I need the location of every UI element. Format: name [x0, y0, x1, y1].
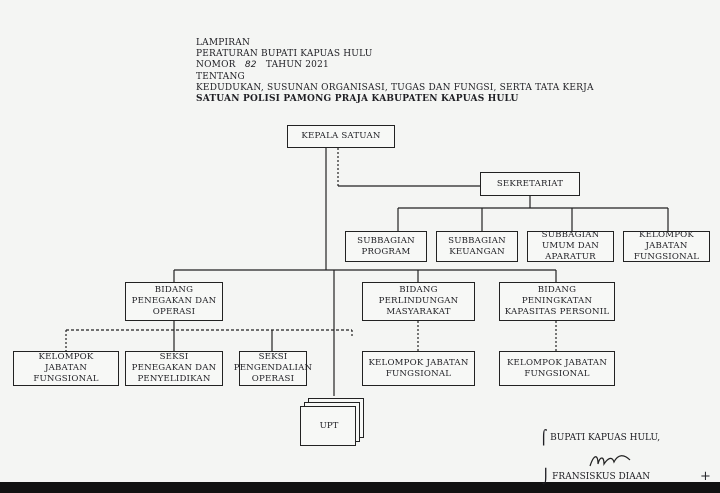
org-chart-connectors	[65, 148, 669, 396]
box-bidang-peningkatan: BIDANG PENINGKATAN KAPASITAS PERSONIL	[499, 282, 615, 321]
signature-title-text: BUPATI KAPUAS HULU,	[550, 433, 661, 443]
header-peraturan: PERATURAN BUPATI KAPUAS HULU	[196, 49, 373, 60]
box-kelompok-jabatan-1: KELOMPOK JABATAN FUNGSIONAL	[623, 230, 710, 262]
nomor-value: 82	[244, 60, 257, 71]
box-bidang-penegakan: BIDANG PENEGAKAN DAN OPERASI	[125, 282, 223, 321]
header-tentang: TENTANG	[196, 71, 245, 82]
box-bidang-perlindungan: BIDANG PERLINDUNGAN MASYARAKAT	[362, 282, 475, 321]
upt-sheet-front: UPT	[300, 406, 356, 446]
box-seksi-penegakan: SEKSI PENEGAKAN DAN PENYELIDIKAN	[125, 351, 223, 386]
box-subbagian-keuangan: SUBBAGIAN KEUANGAN	[436, 231, 518, 262]
header-satuan: SATUAN POLISI PAMONG PRAJA KABUPATEN KAP…	[196, 94, 519, 105]
box-kelompok-jabatan-4: KELOMPOK JABATAN FUNGSIONAL	[499, 351, 615, 386]
box-sekretariat: SEKRETARIAT	[480, 172, 580, 196]
box-kepala-satuan: KEPALA SATUAN	[287, 125, 395, 148]
box-upt-stack: UPT	[300, 398, 364, 448]
upt-label: UPT	[319, 421, 339, 431]
signature-title: ⌠ BUPATI KAPUAS HULU,	[540, 430, 660, 446]
box-seksi-pengendalian: SEKSI PENGENDALIAN OPERASI	[233, 351, 313, 386]
header-nomor: NOMOR 82 TAHUN 2021	[196, 60, 594, 71]
signature-mark-name: ⌡	[542, 469, 550, 485]
page-corner-mark: +	[700, 469, 711, 484]
box-subbagian-program: SUBBAGIAN PROGRAM	[345, 231, 427, 262]
document-header: LAMPIRAN PERATURAN BUPATI KAPUAS HULU NO…	[196, 38, 594, 105]
signature-name: ⌡ FRANSISKUS DIAAN	[542, 469, 650, 485]
header-kedudukan: KEDUDUKAN, SUSUNAN ORGANISASI, TUGAS DAN…	[196, 82, 594, 93]
handwritten-signature	[589, 455, 631, 467]
nomor-label: NOMOR	[196, 60, 236, 71]
tahun-label: TAHUN 2021	[265, 60, 329, 71]
box-kelompok-jabatan-3: KELOMPOK JABATAN FUNGSIONAL	[362, 351, 475, 386]
signature-mark-left: ⌠	[540, 430, 548, 446]
header-lampiran: LAMPIRAN	[196, 38, 251, 48]
screen-bottom-bar	[0, 482, 720, 493]
box-subbagian-umum: SUBBAGIAN UMUM DAN APARATUR	[527, 230, 614, 262]
signature-name-text: FRANSISKUS DIAAN	[552, 472, 651, 482]
box-kelompok-jabatan-2: KELOMPOK JABATAN FUNGSIONAL	[13, 351, 119, 386]
